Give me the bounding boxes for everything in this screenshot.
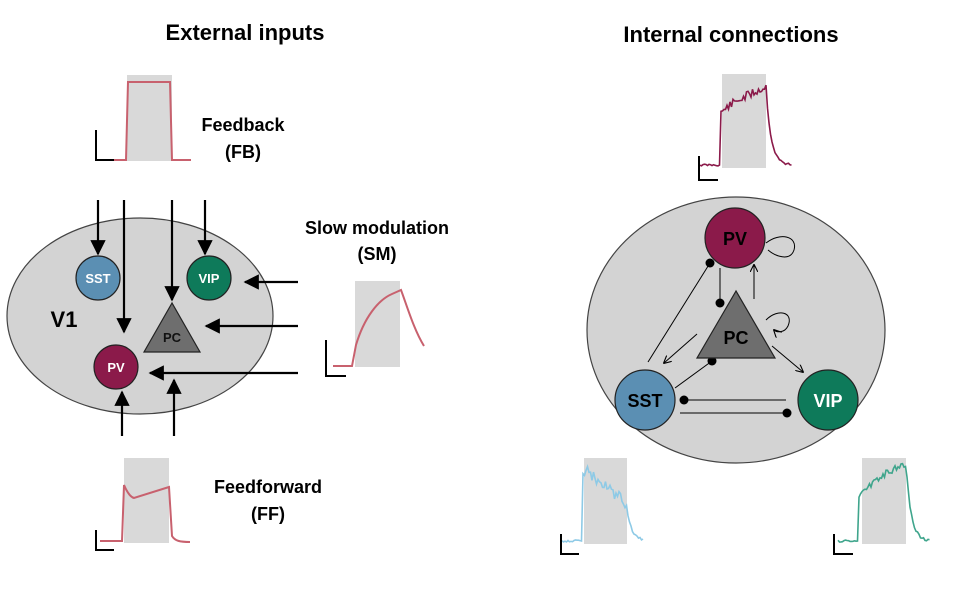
left-title: External inputs [166, 20, 325, 45]
pv-self-connection [765, 236, 796, 258]
slow-modulation-arrows [148, 274, 298, 381]
v1-circle [6, 217, 274, 415]
pc-cell-label: PC [723, 328, 748, 348]
pc-to-vip-connection [771, 345, 803, 372]
pv-stim-window [722, 74, 766, 168]
left-pv-label: PV [107, 360, 125, 375]
vip-stim-window [862, 458, 906, 544]
sm-scale-bar [325, 340, 346, 377]
feedback-abbrev: (FB) [225, 142, 261, 162]
feedback-waveform [104, 81, 191, 161]
sst-response-trace [560, 458, 644, 555]
slow-modulation-trace [325, 281, 425, 377]
pv-scale-bar [698, 156, 718, 181]
right-title: Internal connections [623, 22, 838, 47]
sm-waveform [333, 288, 425, 367]
feedforward-label: Feedforward [214, 477, 322, 497]
vip-waveform [837, 462, 930, 543]
left-vip-label: VIP [199, 271, 220, 286]
pv-waveform [699, 84, 792, 167]
v1-label: V1 [51, 307, 78, 332]
left-sst-cell [75, 255, 121, 301]
sst-to-pc-synapse [707, 356, 717, 366]
feedback-stim-window [127, 75, 172, 161]
vip-scale-bar [833, 534, 853, 555]
slow-modulation-abbrev: (SM) [358, 244, 397, 264]
feedback-scale-bar [95, 130, 114, 161]
vip-cell-label: VIP [813, 391, 842, 411]
vip-cell [797, 369, 859, 431]
sst-stim-window [584, 458, 627, 544]
feedback-arrows [90, 200, 213, 334]
slow-modulation-label: Slow modulation [305, 218, 449, 238]
sst-cell [614, 369, 676, 431]
pv-response-trace [698, 74, 792, 181]
pv-to-pc-synapse [715, 298, 725, 308]
sst-cell-label: SST [627, 391, 662, 411]
ff-stim-window [124, 458, 169, 543]
sst-to-pv-synapse [705, 258, 715, 268]
sm-stim-window [355, 281, 400, 367]
feedforward-abbrev: (FF) [251, 504, 285, 524]
sst-scale-bar [560, 534, 579, 555]
left-pv-cell [93, 344, 139, 390]
left-vip-cell [186, 255, 232, 301]
sst-to-vip-synapse [782, 408, 792, 418]
pc-to-sst-connection [664, 333, 698, 363]
pc-self-connection [765, 312, 790, 332]
left-pc-label: PC [163, 330, 182, 345]
feedback-label: Feedback [201, 115, 285, 135]
sst-to-pc-connection [674, 360, 713, 389]
sst-to-pv-connection [647, 262, 711, 363]
left-pc-cell [142, 301, 202, 353]
feedforward-arrows [114, 378, 182, 436]
pv-cell-label: PV [723, 229, 747, 249]
ff-scale-bar [95, 530, 114, 551]
pv-cell [704, 207, 766, 269]
ff-waveform [100, 484, 191, 543]
vip-response-trace [833, 458, 930, 555]
left-sst-label: SST [85, 271, 110, 286]
vip-to-sst-synapse [679, 395, 689, 405]
feedforward-trace [95, 458, 191, 551]
pc-cell [695, 289, 777, 359]
internal-connections [647, 236, 803, 418]
feedback-trace [95, 75, 191, 161]
sst-waveform [561, 464, 644, 543]
